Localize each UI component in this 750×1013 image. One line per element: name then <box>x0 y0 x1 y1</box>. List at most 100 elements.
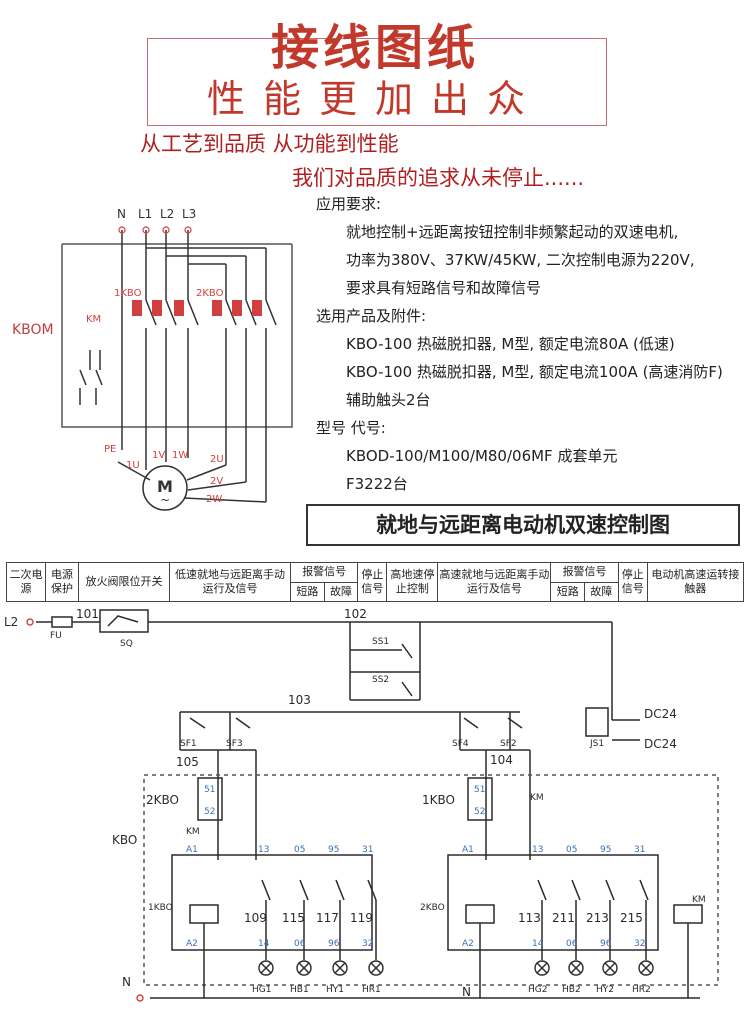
label-ss2: SS2 <box>372 675 389 685</box>
terminal-l1: L1 <box>138 207 152 221</box>
lamp-hr1: HR1 <box>362 985 381 995</box>
term-14-a: 14 <box>258 939 270 949</box>
wire-213: 213 <box>586 911 609 925</box>
product-heading: 选用产品及附件: <box>316 307 427 325</box>
label-kbom: KBOM <box>12 322 54 338</box>
wire-211: 211 <box>552 911 575 925</box>
label-sq: SQ <box>120 639 133 649</box>
label-sf4: SF4 <box>452 739 469 749</box>
label-1u: 1U <box>126 460 140 471</box>
term-a2-a: A2 <box>186 939 198 949</box>
page-title: 接线图纸 <box>270 20 479 76</box>
control-schematic: L2 101 102 103 105 104 KBO 2KBO 1KBO N N… <box>4 607 719 1002</box>
term-52-a: 52 <box>204 807 215 817</box>
lamp-hy1: HY1 <box>326 985 344 995</box>
title-frame <box>147 38 607 126</box>
label-js1: JS1 <box>589 739 604 749</box>
hdr-high-speed: 高速就地与远距离手动运行及信号 <box>437 562 552 602</box>
wire-119: 119 <box>350 911 373 925</box>
term-06-a: 06 <box>294 939 306 949</box>
wire-109: 109 <box>244 911 267 925</box>
term-51-b: 51 <box>474 785 485 795</box>
label-n-bottom: N <box>462 985 471 999</box>
label-sf2: SF2 <box>500 739 517 749</box>
hdr-short-2: 短路 <box>550 581 586 602</box>
label-coil-1kbo: 1KBO <box>148 903 173 913</box>
lamp-hb1: HB1 <box>290 985 309 995</box>
label-pe: PE <box>104 444 116 455</box>
hdr-short-1: 短路 <box>290 581 325 602</box>
product-line-2: KBO-100 热磁脱扣器, M型, 额定电流100A (高速消防F) <box>346 363 723 381</box>
terminal-n: N <box>117 207 126 221</box>
hdr-high-speed-contactor: 电动机高速运转接触器 <box>646 562 745 602</box>
label-2v: 2V <box>210 476 223 487</box>
term-32-b: 32 <box>634 939 645 949</box>
term-52-b: 52 <box>474 807 485 817</box>
label-coil-2kbo: 2KBO <box>420 903 445 913</box>
hdr-fault-2: 故障 <box>584 581 619 602</box>
label-km-c: KM <box>692 895 706 905</box>
hdr-stop-2: 停止信号 <box>617 562 648 602</box>
term-a1-b: A1 <box>462 845 474 855</box>
term-31-a: 31 <box>362 845 373 855</box>
model-line-2: F3222台 <box>346 475 408 493</box>
label-l2: L2 <box>4 615 18 629</box>
hdr-alarm-1: 报警信号 <box>289 562 359 583</box>
label-dc24-b: DC24 <box>644 737 677 751</box>
term-51-a: 51 <box>204 785 215 795</box>
wire-115: 115 <box>282 911 305 925</box>
label-ss1: SS1 <box>372 637 389 647</box>
terminal-l2: L2 <box>160 207 174 221</box>
term-31-b: 31 <box>634 845 645 855</box>
wire-117: 117 <box>316 911 339 925</box>
term-05-b: 05 <box>566 845 577 855</box>
label-sf1: SF1 <box>180 739 197 749</box>
model-line-1: KBOD-100/M100/M80/06MF 成套单元 <box>346 447 618 465</box>
control-header-table: 二次电源 电源保护 放火阀限位开关 低速就地与远距离手动运行及信号 报警信号 停… <box>6 562 745 602</box>
hdr-power-protection: 电源保护 <box>45 562 79 602</box>
node-105: 105 <box>176 755 199 769</box>
term-14-b: 14 <box>532 939 544 949</box>
label-km-a: KM <box>186 827 200 837</box>
lamp-hg1: HG1 <box>252 985 271 995</box>
power-wiring-diagram: N L1 L2 L3 1KBO 2KBO KM PE 1U 1V 1W 2U 2… <box>12 207 293 511</box>
node-103: 103 <box>288 693 311 707</box>
label-1kbo-aux: 1KBO <box>422 793 455 807</box>
lamp-hg2: HG2 <box>528 985 547 995</box>
wire-215: 215 <box>620 911 643 925</box>
label-fu: FU <box>50 631 62 641</box>
slogan-2: 我们对品质的追求从未停止...... <box>292 166 585 190</box>
term-32-a: 32 <box>362 939 373 949</box>
hdr-fault-1: 故障 <box>323 581 359 602</box>
product-line-1: KBO-100 热磁脱扣器, M型, 额定电流80A (低速) <box>346 335 675 353</box>
hdr-high-low-stop: 高地速停止控制 <box>386 562 439 602</box>
app-line-1: 就地控制+远距离按钮控制非频繁起动的双速电机, <box>346 223 679 241</box>
term-06-b: 06 <box>566 939 578 949</box>
hdr-stop-1: 停止信号 <box>357 562 388 602</box>
label-2u: 2U <box>210 454 224 465</box>
label-1w: 1W <box>172 450 188 461</box>
node-104: 104 <box>490 753 513 767</box>
label-1kbo: 1KBO <box>114 288 142 299</box>
node-101: 101 <box>76 607 99 621</box>
label-sf3: SF3 <box>226 739 243 749</box>
term-95-a: 95 <box>328 845 339 855</box>
app-heading: 应用要求: <box>316 195 382 213</box>
motor-label: M <box>157 477 173 496</box>
term-a1-a: A1 <box>186 845 198 855</box>
label-2kbo-aux: 2KBO <box>146 793 179 807</box>
slogan-1: 从工艺到品质 从功能到性能 <box>140 132 399 156</box>
label-n-left: N <box>122 975 131 989</box>
hdr-secondary-power: 二次电源 <box>6 562 46 602</box>
label-1v: 1V <box>152 450 165 461</box>
label-2w: 2W <box>206 494 222 505</box>
term-96-b: 96 <box>600 939 612 949</box>
lamp-hr2: HR2 <box>632 985 651 995</box>
term-96-a: 96 <box>328 939 340 949</box>
app-line-3: 要求具有短路信号和故障信号 <box>346 279 542 297</box>
label-2kbo: 2KBO <box>196 288 224 299</box>
term-95-b: 95 <box>600 845 611 855</box>
lamp-hy2: HY2 <box>596 985 614 995</box>
motor-symbol: ~ <box>160 493 170 507</box>
label-km-b: KM <box>530 793 544 803</box>
